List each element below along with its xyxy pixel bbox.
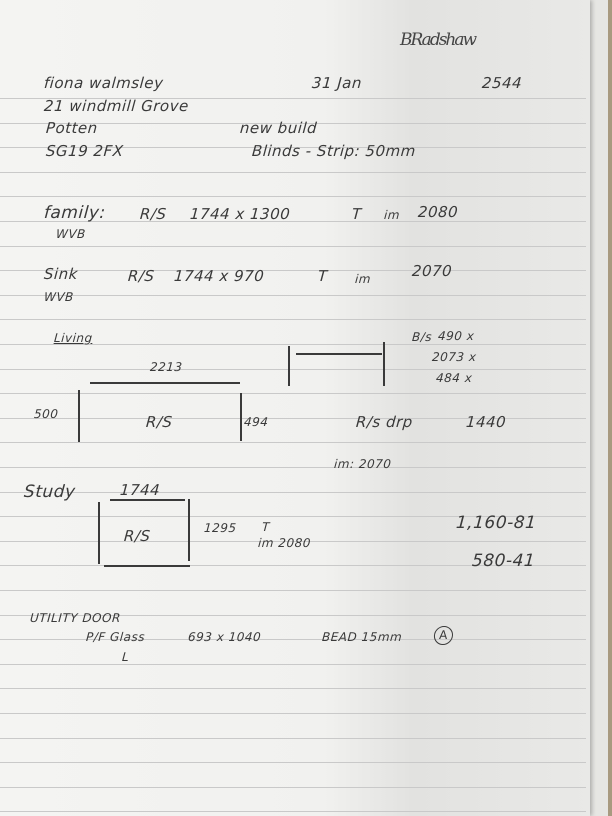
utility-spec: P/F Glass (85, 630, 146, 644)
ruled-line (0, 98, 586, 99)
ruled-line (0, 762, 586, 763)
sink-im: im (354, 272, 372, 286)
study-label: Study (23, 482, 77, 502)
postcode: SG19 2FX (45, 142, 125, 160)
ruled-line (0, 541, 586, 542)
sink-drop: 2070 (411, 262, 453, 280)
note-blinds: Blinds - Strip: 50mm (251, 142, 417, 160)
ruled-line (0, 196, 586, 197)
ruled-line (0, 147, 586, 148)
bay-right-line (383, 342, 385, 386)
bs-label: B/s (411, 330, 433, 344)
study-top-line (110, 499, 185, 501)
study-width: 1744 (119, 481, 161, 499)
living-left: 500 (33, 407, 59, 421)
living-left-line (78, 390, 80, 442)
living-im: im: 2070 (333, 457, 392, 471)
family-im: im (383, 208, 401, 222)
ruled-line (0, 270, 586, 271)
bs-value: 2073 x (431, 350, 477, 364)
note-new-build: new build (239, 119, 318, 137)
ruled-line (0, 811, 586, 812)
bs-value: 484 x (435, 371, 473, 385)
tick-mark: L (121, 650, 130, 664)
study-right-line (188, 499, 190, 561)
ruled-line (0, 713, 586, 714)
living-right-line (240, 393, 242, 441)
ruled-line (0, 467, 586, 468)
circled-a: A (433, 626, 454, 645)
study-height: 1295 (203, 521, 238, 535)
ruled-line (0, 688, 586, 689)
rs-drop: 1440 (465, 413, 507, 431)
ruled-line (0, 738, 586, 739)
living-right: 494 (243, 415, 269, 429)
utility-size: 693 x 1040 (187, 630, 262, 644)
family-size: 1744 x 1300 (189, 205, 291, 223)
bs-value: 490 x (437, 329, 475, 343)
address-line: 21 windmill Grove (43, 97, 190, 115)
ruled-line (0, 442, 586, 443)
study-spec: R/S (123, 527, 152, 545)
study-note: 580-41 (471, 551, 536, 571)
ruled-line (0, 516, 586, 517)
bay-top-line (296, 353, 382, 355)
study-left-line (98, 502, 100, 564)
customer-name: fiona walmsley (43, 74, 165, 92)
ruled-line (0, 418, 586, 419)
ruled-line (0, 590, 586, 591)
living-label: Living (53, 331, 94, 345)
ruled-line (0, 246, 586, 247)
notebook-page: BRadshaw fiona walmsley 31 Jan 2544 21 w… (0, 0, 590, 816)
ruled-line (0, 492, 586, 493)
ruled-line (0, 369, 586, 370)
study-t: T (261, 520, 271, 534)
ruled-line (0, 615, 586, 616)
family-spec: R/S (139, 205, 168, 223)
ruled-line (0, 319, 586, 320)
sink-t: T (317, 267, 329, 285)
study-note: 1,160-81 (455, 513, 538, 533)
ruled-line (0, 172, 586, 173)
family-label: family: (43, 203, 107, 223)
sink-label: Sink (43, 265, 79, 283)
ruled-line (0, 393, 586, 394)
signature: BRadshaw (400, 30, 477, 50)
job-number: 2544 (481, 74, 523, 92)
living-top-line (90, 382, 240, 384)
ruled-line (0, 221, 586, 222)
family-t: T (351, 205, 363, 223)
study-bottom-line (104, 565, 190, 567)
utility-bead: BEAD 15mm (321, 630, 403, 644)
ruled-line (0, 565, 586, 566)
ruled-line (0, 295, 586, 296)
sink-size: 1744 x 970 (173, 267, 265, 285)
circled-a-mark: A (433, 625, 454, 645)
ruled-line (0, 787, 586, 788)
living-width: 2213 (149, 360, 184, 374)
bay-left-line (288, 346, 290, 386)
study-im: im 2080 (257, 536, 312, 550)
living-spec: R/S (145, 413, 174, 431)
ruled-line (0, 639, 586, 640)
ruled-line (0, 344, 586, 345)
utility-label: UTILITY DOOR (29, 611, 122, 625)
sink-sub: WVB (43, 290, 75, 304)
family-drop: 2080 (417, 203, 459, 221)
family-sub: WVB (55, 227, 87, 241)
sink-spec: R/S (127, 267, 156, 285)
town: Potten (45, 119, 99, 137)
ruled-line (0, 123, 586, 124)
date: 31 Jan (311, 74, 363, 92)
rs-drop-label: R/s drp (355, 413, 414, 431)
ruled-line (0, 664, 586, 665)
